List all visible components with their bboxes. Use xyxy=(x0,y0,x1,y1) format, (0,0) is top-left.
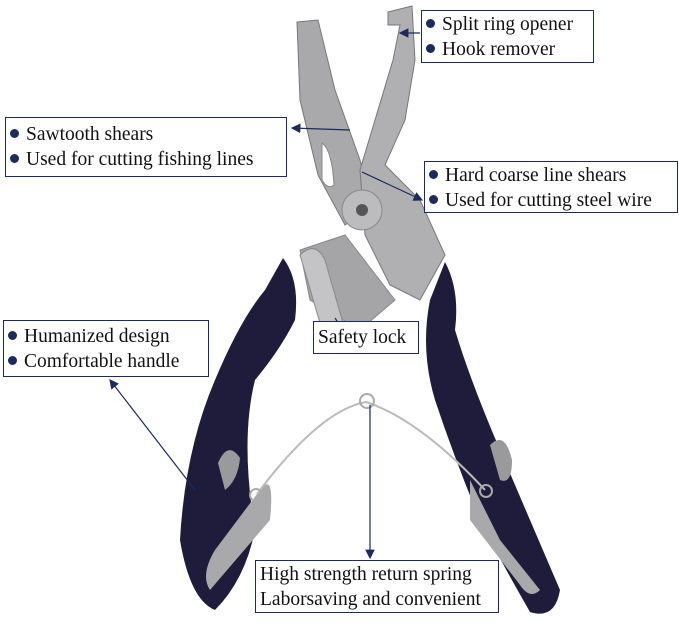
right-jaw xyxy=(359,5,446,301)
safety-lock-part xyxy=(299,248,346,341)
arrow-hard-coarse xyxy=(361,171,424,201)
callout-split-ring: Split ring opener Hook remover xyxy=(421,10,594,63)
bullet-icon xyxy=(8,356,17,366)
right-handle xyxy=(426,262,560,614)
bullet-icon xyxy=(8,331,17,341)
bullet-icon xyxy=(10,154,19,164)
bullet-icon xyxy=(429,195,438,205)
arrow-sawtooth xyxy=(290,123,351,134)
slot xyxy=(321,142,335,188)
arrow-humanized xyxy=(109,379,196,491)
callout-sawtooth: Sawtooth shears Used for cutting fishing… xyxy=(5,117,287,177)
bullet-icon xyxy=(426,19,435,29)
callout-safety-lock: Safety lock xyxy=(313,321,419,354)
callout-humanized: Humanized design Comfortable handle xyxy=(3,320,209,377)
bullet-icon xyxy=(429,170,438,180)
callout-spring: High strength return spring Laborsaving … xyxy=(255,560,499,613)
bullet-icon xyxy=(10,129,19,139)
return-spring xyxy=(256,400,486,495)
left-handle xyxy=(180,258,297,610)
callout-hard-coarse: Hard coarse line shears Used for cutting… xyxy=(424,161,678,213)
bullet-icon xyxy=(426,44,435,54)
